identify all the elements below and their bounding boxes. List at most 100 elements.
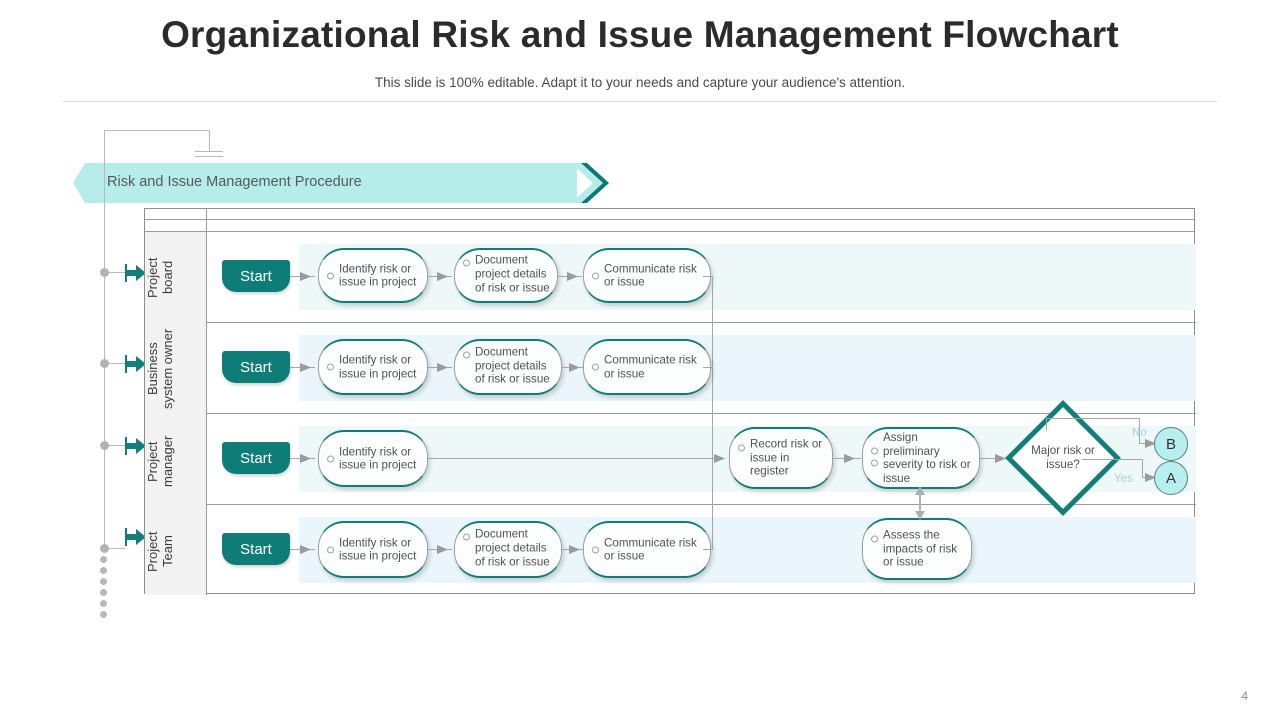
banner-label: Risk and Issue Management Procedure xyxy=(107,174,362,190)
node-label: Identify risk or issue in project xyxy=(339,444,417,472)
lane-label-project-team: Project Team xyxy=(145,531,175,572)
banner-body xyxy=(73,163,577,203)
rail-stub-project-team xyxy=(109,548,125,549)
start-button-project-board[interactable]: Start xyxy=(222,260,290,292)
arrow-icon-start-identify-owner xyxy=(300,363,311,372)
page-subtitle: This slide is 100% editable. Adapt it to… xyxy=(374,75,906,90)
left-rail-dots xyxy=(100,556,109,620)
node-bullet-icon xyxy=(327,546,334,553)
lane-label-project-manager: Project manager xyxy=(145,435,175,488)
arrow-icon-branch-no xyxy=(1145,439,1156,448)
node-label: Communicate risk or issue xyxy=(604,261,697,289)
arrow-icon-identify-document-team xyxy=(437,545,448,554)
left-rail-line xyxy=(104,130,105,548)
node-identify-risk-manager[interactable]: Identify risk or issue in project xyxy=(318,430,428,487)
node-bullet-icon-secondary xyxy=(871,459,878,467)
decision-label: Major risk or issue? xyxy=(1031,444,1095,471)
arrow-icon-document-communicate-owner xyxy=(569,363,580,372)
node-communicate-risk-board[interactable]: Communicate risk or issue xyxy=(583,248,711,303)
node-label: Identify risk or issue in project xyxy=(339,353,417,380)
node-identify-risk-owner[interactable]: Identify risk or issue in project xyxy=(318,339,428,395)
node-communicate-risk-owner[interactable]: Communicate risk or issue xyxy=(583,339,711,395)
lane-project-board xyxy=(207,232,1196,323)
node-bullet-icon xyxy=(592,272,599,279)
arrow-icon-document-communicate-board xyxy=(567,272,578,281)
branch-no-top-line xyxy=(1046,418,1140,419)
node-bullet-icon xyxy=(592,546,599,553)
connector-communicate-bus-owner xyxy=(703,367,713,368)
arrow-icon-start-identify-board xyxy=(300,272,311,281)
branch-yes-drop xyxy=(1142,459,1143,477)
lane-column-divider xyxy=(206,208,207,594)
arrow-icon-identify-record-manager xyxy=(714,454,725,463)
connector-communicate-bus-team xyxy=(703,549,713,550)
node-document-details-board[interactable]: Document project details of risk or issu… xyxy=(454,248,558,303)
branch-yes-label: Yes xyxy=(1114,473,1133,485)
node-bullet-icon xyxy=(463,259,470,267)
banner-chevron-icon xyxy=(571,163,609,203)
start-button-project-team[interactable]: Start xyxy=(222,533,290,565)
node-document-details-owner[interactable]: Document project details of risk or issu… xyxy=(454,339,562,395)
banner-bracket-vertical xyxy=(209,130,210,152)
node-label: Record risk or issue in register xyxy=(750,437,823,478)
lane-label-business-system-owner: Business system owner xyxy=(145,328,175,409)
connector-circle-b[interactable]: B xyxy=(1154,427,1188,461)
arrow-icon-start-identify-manager xyxy=(300,454,311,463)
rail-node-project-manager xyxy=(100,441,109,450)
node-identify-risk-team[interactable]: Identify risk or issue in project xyxy=(318,521,428,578)
branch-no-left-riser xyxy=(1046,418,1047,430)
lane-tint-project-board xyxy=(299,244,1196,310)
lane-tint-business-system-owner xyxy=(299,335,1196,401)
node-assign-severity-manager[interactable]: Assign preliminary severity to risk or i… xyxy=(862,427,980,489)
node-label: Identify risk or issue in project xyxy=(339,261,417,289)
page-title: Organizational Risk and Issue Management… xyxy=(161,14,1119,55)
rail-arrow-business-system-owner xyxy=(126,356,146,372)
node-document-details-team[interactable]: Document project details of risk or issu… xyxy=(454,521,562,578)
node-bullet-icon xyxy=(871,535,878,543)
node-label: Assess the impacts of risk or issue xyxy=(883,528,958,569)
rail-arrow-project-manager xyxy=(126,438,146,454)
start-button-project-manager[interactable]: Start xyxy=(222,442,290,474)
node-assess-impacts-team[interactable]: Assess the impacts of risk or issue xyxy=(862,518,972,580)
connector-communicate-bus-board xyxy=(703,276,713,277)
node-label: Assign preliminary severity to risk or i… xyxy=(883,430,971,485)
branch-yes-line xyxy=(1082,459,1143,460)
procedure-banner[interactable]: Risk and Issue Management Procedure xyxy=(73,163,615,203)
node-label: Document project details of risk or issu… xyxy=(475,345,550,386)
rail-node-project-board xyxy=(100,268,109,277)
node-bullet-icon xyxy=(592,363,599,371)
frame-header-band-1 xyxy=(145,209,1194,220)
arrow-icon-record-assign-manager xyxy=(844,454,855,463)
lane-tint-project-team xyxy=(299,517,1196,583)
node-label: Document project details of risk or issu… xyxy=(475,254,550,295)
connector-circle-a[interactable]: A xyxy=(1154,461,1188,495)
rail-stub-project-manager xyxy=(109,445,125,446)
node-identify-risk-board[interactable]: Identify risk or issue in project xyxy=(318,248,428,303)
lane-label-project-board: Project board xyxy=(145,257,175,298)
node-record-risk-manager[interactable]: Record risk or issue in register xyxy=(729,427,833,489)
arrow-icon-assign-decision xyxy=(995,454,1006,463)
banner-bracket-tick-2 xyxy=(195,156,223,157)
frame-header-band-2 xyxy=(145,220,1194,232)
branch-no-label: No xyxy=(1132,427,1147,439)
page-number: 4 xyxy=(1241,689,1248,703)
lane-business-system-owner xyxy=(207,323,1196,414)
node-bullet-icon xyxy=(463,351,470,359)
rail-arrow-project-board xyxy=(126,265,146,281)
node-label: Identify risk or issue in project xyxy=(339,535,417,563)
branch-no-right-drop xyxy=(1139,418,1140,443)
node-bullet-icon xyxy=(463,533,470,541)
rail-arrow-project-team xyxy=(126,529,146,545)
node-bullet-icon xyxy=(327,272,334,279)
node-bullet-icon xyxy=(871,447,878,455)
node-communicate-risk-team[interactable]: Communicate risk or issue xyxy=(583,521,711,578)
lane-label-column xyxy=(145,232,207,595)
start-button-business-system-owner[interactable]: Start xyxy=(222,351,290,383)
rail-node-business-system-owner xyxy=(100,359,109,368)
node-label: Document project details of risk or issu… xyxy=(475,528,550,569)
node-label: Communicate risk or issue xyxy=(604,353,697,380)
arrow-icon-identify-document-owner xyxy=(437,363,448,372)
arrow-icon-bidirectional-assign-assess xyxy=(915,486,925,520)
connector-vertical-bus-lower xyxy=(712,458,713,549)
